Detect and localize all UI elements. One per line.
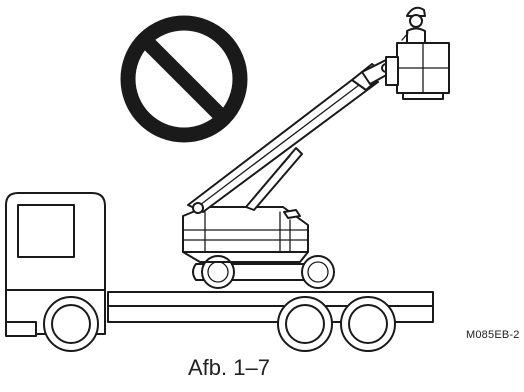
figure-code-label: M085EB-2 (466, 329, 520, 341)
boom-lift-illustration (183, 43, 449, 288)
figure-caption: Afb. 1–7 (188, 355, 270, 381)
prohibition-icon (128, 23, 240, 135)
operator-icon (402, 8, 425, 43)
